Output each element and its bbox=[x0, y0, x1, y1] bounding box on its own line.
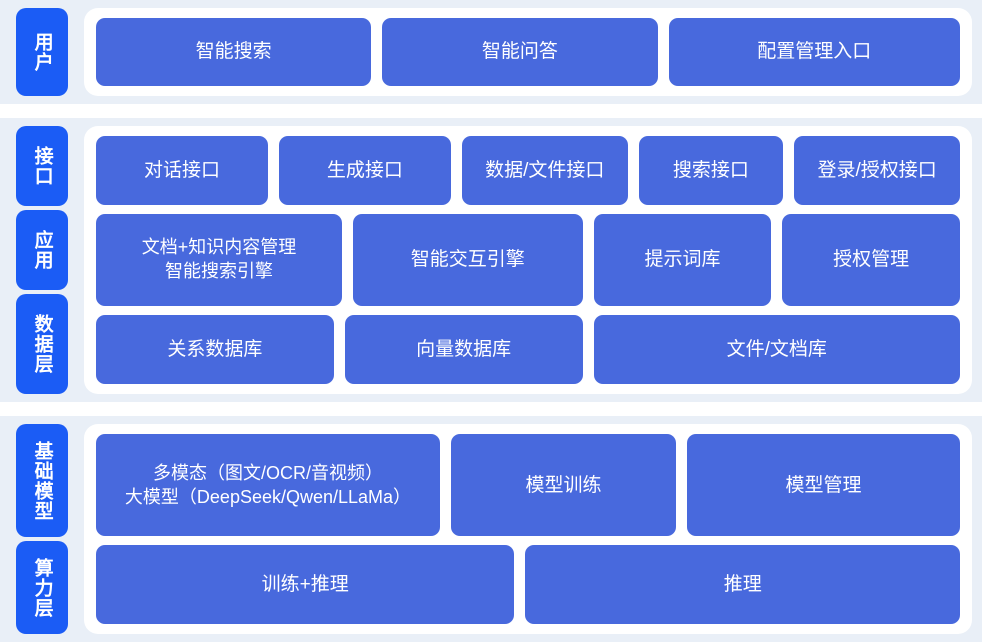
card-dialog-api[interactable]: 对话接口 bbox=[96, 136, 268, 206]
card-multimodal-large-model[interactable]: 多模态（图文/OCR/音视频） 大模型（DeepSeek/Qwen/LLaMa） bbox=[96, 434, 440, 537]
layer-rail-user: 用户 bbox=[0, 0, 84, 104]
card-model-training[interactable]: 模型训练 bbox=[450, 434, 677, 537]
card-file-document-repository[interactable]: 文件/文档库 bbox=[593, 314, 960, 384]
card-row-foundation-model: 多模态（图文/OCR/音视频） 大模型（DeepSeek/Qwen/LLaMa）… bbox=[96, 434, 960, 537]
card-document-knowledge-management[interactable]: 文档+知识内容管理 智能搜索引擎 bbox=[96, 214, 342, 306]
card-data-file-api[interactable]: 数据/文件接口 bbox=[461, 136, 628, 206]
card-model-management[interactable]: 模型管理 bbox=[687, 434, 960, 537]
panel-user: 智能搜索 智能问答 配置管理入口 bbox=[84, 8, 972, 96]
layer-tab-application[interactable]: 应用 bbox=[16, 210, 68, 290]
card-intelligent-qa[interactable]: 智能问答 bbox=[382, 18, 658, 86]
card-row-compute: 训练+推理 推理 bbox=[96, 545, 960, 625]
layer-rail-bottom: 基础模型 算力层 bbox=[0, 416, 84, 642]
layer-tab-compute[interactable]: 算力层 bbox=[16, 541, 68, 634]
card-authorization-management[interactable]: 授权管理 bbox=[782, 214, 960, 306]
layer-tab-user[interactable]: 用户 bbox=[16, 8, 68, 96]
card-intelligent-interaction-engine[interactable]: 智能交互引擎 bbox=[352, 214, 583, 306]
card-search-api[interactable]: 搜索接口 bbox=[638, 136, 784, 206]
card-vector-database[interactable]: 向量数据库 bbox=[344, 314, 583, 384]
card-login-auth-api[interactable]: 登录/授权接口 bbox=[794, 136, 960, 206]
card-inference[interactable]: 推理 bbox=[525, 545, 960, 625]
section-gap-1 bbox=[0, 104, 982, 118]
card-generation-api[interactable]: 生成接口 bbox=[278, 136, 451, 206]
panel-bottom: 多模态（图文/OCR/音视频） 大模型（DeepSeek/Qwen/LLaMa）… bbox=[84, 424, 972, 634]
layer-tab-data[interactable]: 数据层 bbox=[16, 294, 68, 394]
card-training-plus-inference[interactable]: 训练+推理 bbox=[96, 545, 515, 625]
card-intelligent-search[interactable]: 智能搜索 bbox=[96, 18, 372, 86]
card-config-management-entry[interactable]: 配置管理入口 bbox=[668, 18, 960, 86]
layer-tab-interface[interactable]: 接口 bbox=[16, 126, 68, 206]
layer-rail-middle: 接口 应用 数据层 bbox=[0, 118, 84, 402]
section-user: 用户 智能搜索 智能问答 配置管理入口 bbox=[0, 0, 982, 104]
card-prompt-library[interactable]: 提示词库 bbox=[593, 214, 772, 306]
section-middle: 接口 应用 数据层 对话接口 生成接口 数据/文件接口 搜索接口 登录/授权接口… bbox=[0, 118, 982, 402]
card-row-data: 关系数据库 向量数据库 文件/文档库 bbox=[96, 314, 960, 384]
card-row-application: 文档+知识内容管理 智能搜索引擎 智能交互引擎 提示词库 授权管理 bbox=[96, 214, 960, 306]
panel-middle: 对话接口 生成接口 数据/文件接口 搜索接口 登录/授权接口 文档+知识内容管理… bbox=[84, 126, 972, 394]
section-bottom: 基础模型 算力层 多模态（图文/OCR/音视频） 大模型（DeepSeek/Qw… bbox=[0, 416, 982, 642]
card-relational-database[interactable]: 关系数据库 bbox=[96, 314, 334, 384]
layer-tab-foundation-model[interactable]: 基础模型 bbox=[16, 424, 68, 537]
card-row-user-1: 智能搜索 智能问答 配置管理入口 bbox=[96, 18, 960, 86]
card-row-interface: 对话接口 生成接口 数据/文件接口 搜索接口 登录/授权接口 bbox=[96, 136, 960, 206]
section-gap-2 bbox=[0, 402, 982, 416]
